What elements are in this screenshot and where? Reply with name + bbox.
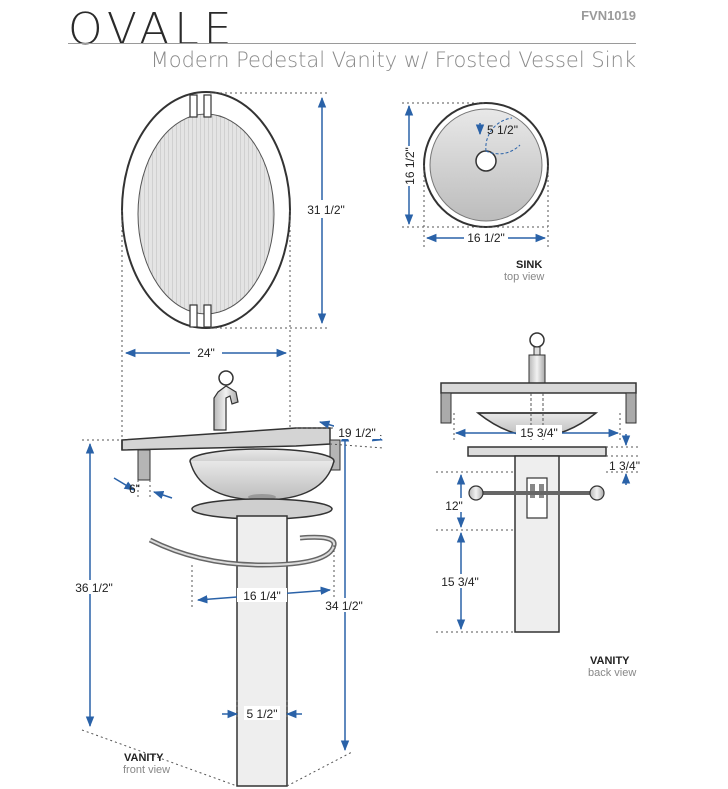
sink-view-title: SINK (516, 259, 543, 271)
back-view-subtitle: back view (588, 667, 637, 679)
vanity-front-view (121, 370, 341, 787)
dim-mirror-height: 31 1/2" (300, 96, 352, 325)
dim-overall-height: 36 1/2" (68, 442, 118, 728)
model-code: FVN1019 (581, 8, 636, 23)
dim-sink-depth: 16 1/2" (401, 104, 419, 226)
dim-back-upper-height: 12" (444, 473, 466, 529)
dim-towel-bar-width: 16 1/4" (196, 586, 332, 604)
brand-title: OVALE (68, 4, 237, 55)
title-rule (68, 43, 636, 44)
sink-view-subtitle: top view (504, 271, 545, 283)
front-view-subtitle: front view (123, 764, 171, 776)
dim-sink-drain: 5 1/2" (475, 123, 518, 137)
dim-mirror-height-label: 31 1/2" (307, 203, 345, 217)
dim-counter-to-floor-label: 34 1/2" (325, 599, 363, 613)
dim-back-shelf-thickness-label: 1 3/4" (609, 459, 640, 473)
dim-sink-drain-label: 5 1/2" (487, 123, 518, 137)
dim-counter-depth-label: 19 1/2" (338, 426, 376, 440)
dim-counter-depth: 19 1/2" (318, 420, 384, 442)
dim-back-lower-height: 15 3/4" (437, 531, 483, 631)
dim-pedestal-width-label: 5 1/2" (247, 707, 278, 721)
dim-back-shelf-thickness: 1 3/4" (609, 434, 640, 485)
dim-sink-depth-label: 16 1/2" (403, 147, 417, 185)
dim-bracket-depth-label: 6" (129, 482, 140, 496)
back-view-title: VANITY (590, 655, 630, 667)
dim-mirror-width: 24" (124, 344, 288, 360)
front-view-title: VANITY (124, 752, 164, 764)
sink-top-view (423, 102, 549, 228)
dim-back-bowl-width-label: 15 3/4" (520, 426, 558, 440)
dim-bracket-depth: 6" (113, 477, 173, 499)
product-subtitle: Modern Pedestal Vanity w/ Frosted Vessel… (150, 48, 636, 72)
dim-towel-bar-width-label: 16 1/4" (243, 589, 281, 603)
dim-overall-height-label: 36 1/2" (75, 581, 113, 595)
dim-mirror-width-label: 24" (197, 346, 215, 360)
dim-pedestal-width: 5 1/2" (222, 706, 302, 721)
dim-back-upper-height-label: 12" (445, 499, 463, 513)
dim-sink-width: 16 1/2" (425, 230, 547, 245)
dim-back-bowl-width: 15 3/4" (454, 425, 620, 440)
mirror (121, 91, 291, 329)
dim-sink-width-label: 16 1/2" (467, 231, 505, 245)
dim-back-lower-height-label: 15 3/4" (441, 575, 479, 589)
